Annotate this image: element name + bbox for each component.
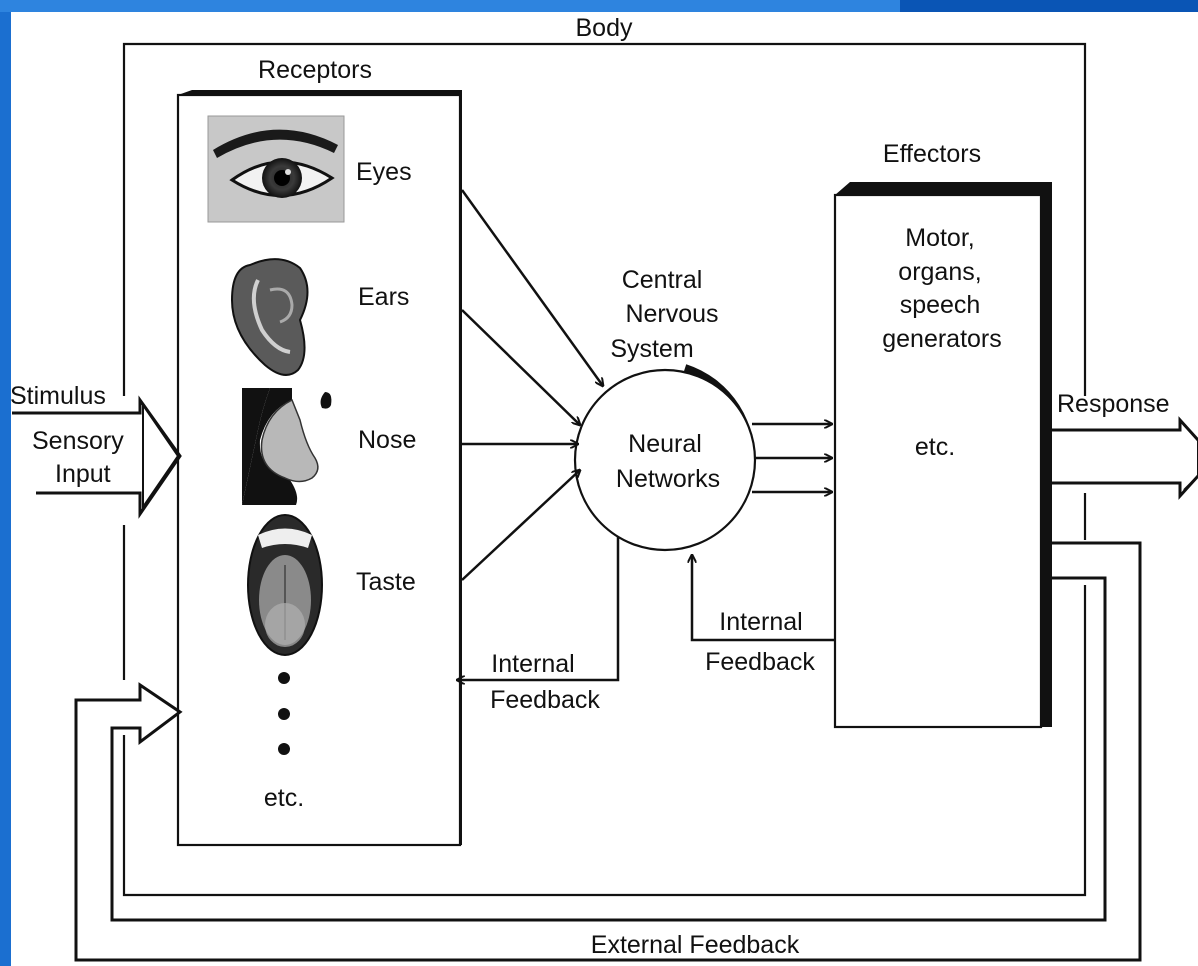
- body-box-top: [122, 42, 1087, 396]
- body-label: Body: [576, 14, 633, 42]
- effectors-text-line1: Motor,: [905, 224, 974, 252]
- eyes-to-cns-arrow: [460, 189, 603, 386]
- internal-feedback-right-line2: Feedback: [705, 648, 815, 676]
- response-arrow-head: [1183, 424, 1198, 491]
- internal-feedback-right-line1: Internal: [719, 608, 802, 636]
- ears-to-cns-arrow: [461, 309, 580, 425]
- cns-label-line2: Nervous: [625, 300, 718, 328]
- internal-feedback-left-line1: Internal: [491, 650, 574, 678]
- neural-label-line1: Neural: [628, 430, 702, 458]
- receptors-etc: etc.: [264, 784, 304, 812]
- ellipsis-dot: [278, 743, 290, 755]
- stimulus-label: Stimulus: [10, 382, 106, 410]
- receptor-label-ears: Ears: [358, 283, 409, 311]
- effectors-text-line2: organs,: [898, 258, 981, 286]
- internal-feedback-right-arrow: [692, 555, 835, 642]
- external-feedback-label: External Feedback: [591, 931, 800, 959]
- internal-feedback-left-arrow: [457, 537, 620, 680]
- stimulus-input-arrow: [12, 395, 182, 519]
- effectors-text-line3: speech: [900, 291, 981, 319]
- effectors-box: [833, 193, 1043, 729]
- internal-feedback-left-line2: Feedback: [490, 686, 600, 714]
- cns-label-line3: System: [610, 335, 693, 363]
- effectors-title: Effectors: [883, 140, 981, 168]
- slide-left-edge: [0, 12, 11, 966]
- ellipsis-dot: [278, 672, 290, 684]
- external-feedback-loop: [74, 541, 1142, 962]
- neural-networks-circle: [573, 368, 757, 552]
- effectors-text-line4: generators: [882, 325, 1002, 353]
- cns-label-line1: Central: [622, 266, 703, 294]
- receptors-title: Receptors: [258, 56, 372, 84]
- receptor-label-nose: Nose: [358, 426, 416, 454]
- neural-label-line2: Networks: [616, 465, 720, 493]
- ear-icon: [230, 258, 309, 376]
- body-box-bottom: [122, 585, 1087, 897]
- nose-icon: [242, 388, 332, 505]
- eye-icon: [207, 115, 345, 223]
- slide-top-highlight: [0, 0, 900, 12]
- stimulus-arrow-head-inner: [142, 401, 180, 511]
- receptor-label-taste: Taste: [356, 568, 416, 596]
- sensory-input-label-line2: Input: [55, 460, 111, 488]
- ellipsis-dot: [278, 708, 290, 720]
- response-label: Response: [1057, 390, 1170, 418]
- sensory-input-label-line1: Sensory: [32, 427, 124, 455]
- tongue-icon: [247, 514, 323, 656]
- receptor-label-eyes: Eyes: [356, 158, 412, 186]
- effectors-etc: etc.: [915, 433, 955, 461]
- taste-to-cns-arrow: [461, 470, 580, 581]
